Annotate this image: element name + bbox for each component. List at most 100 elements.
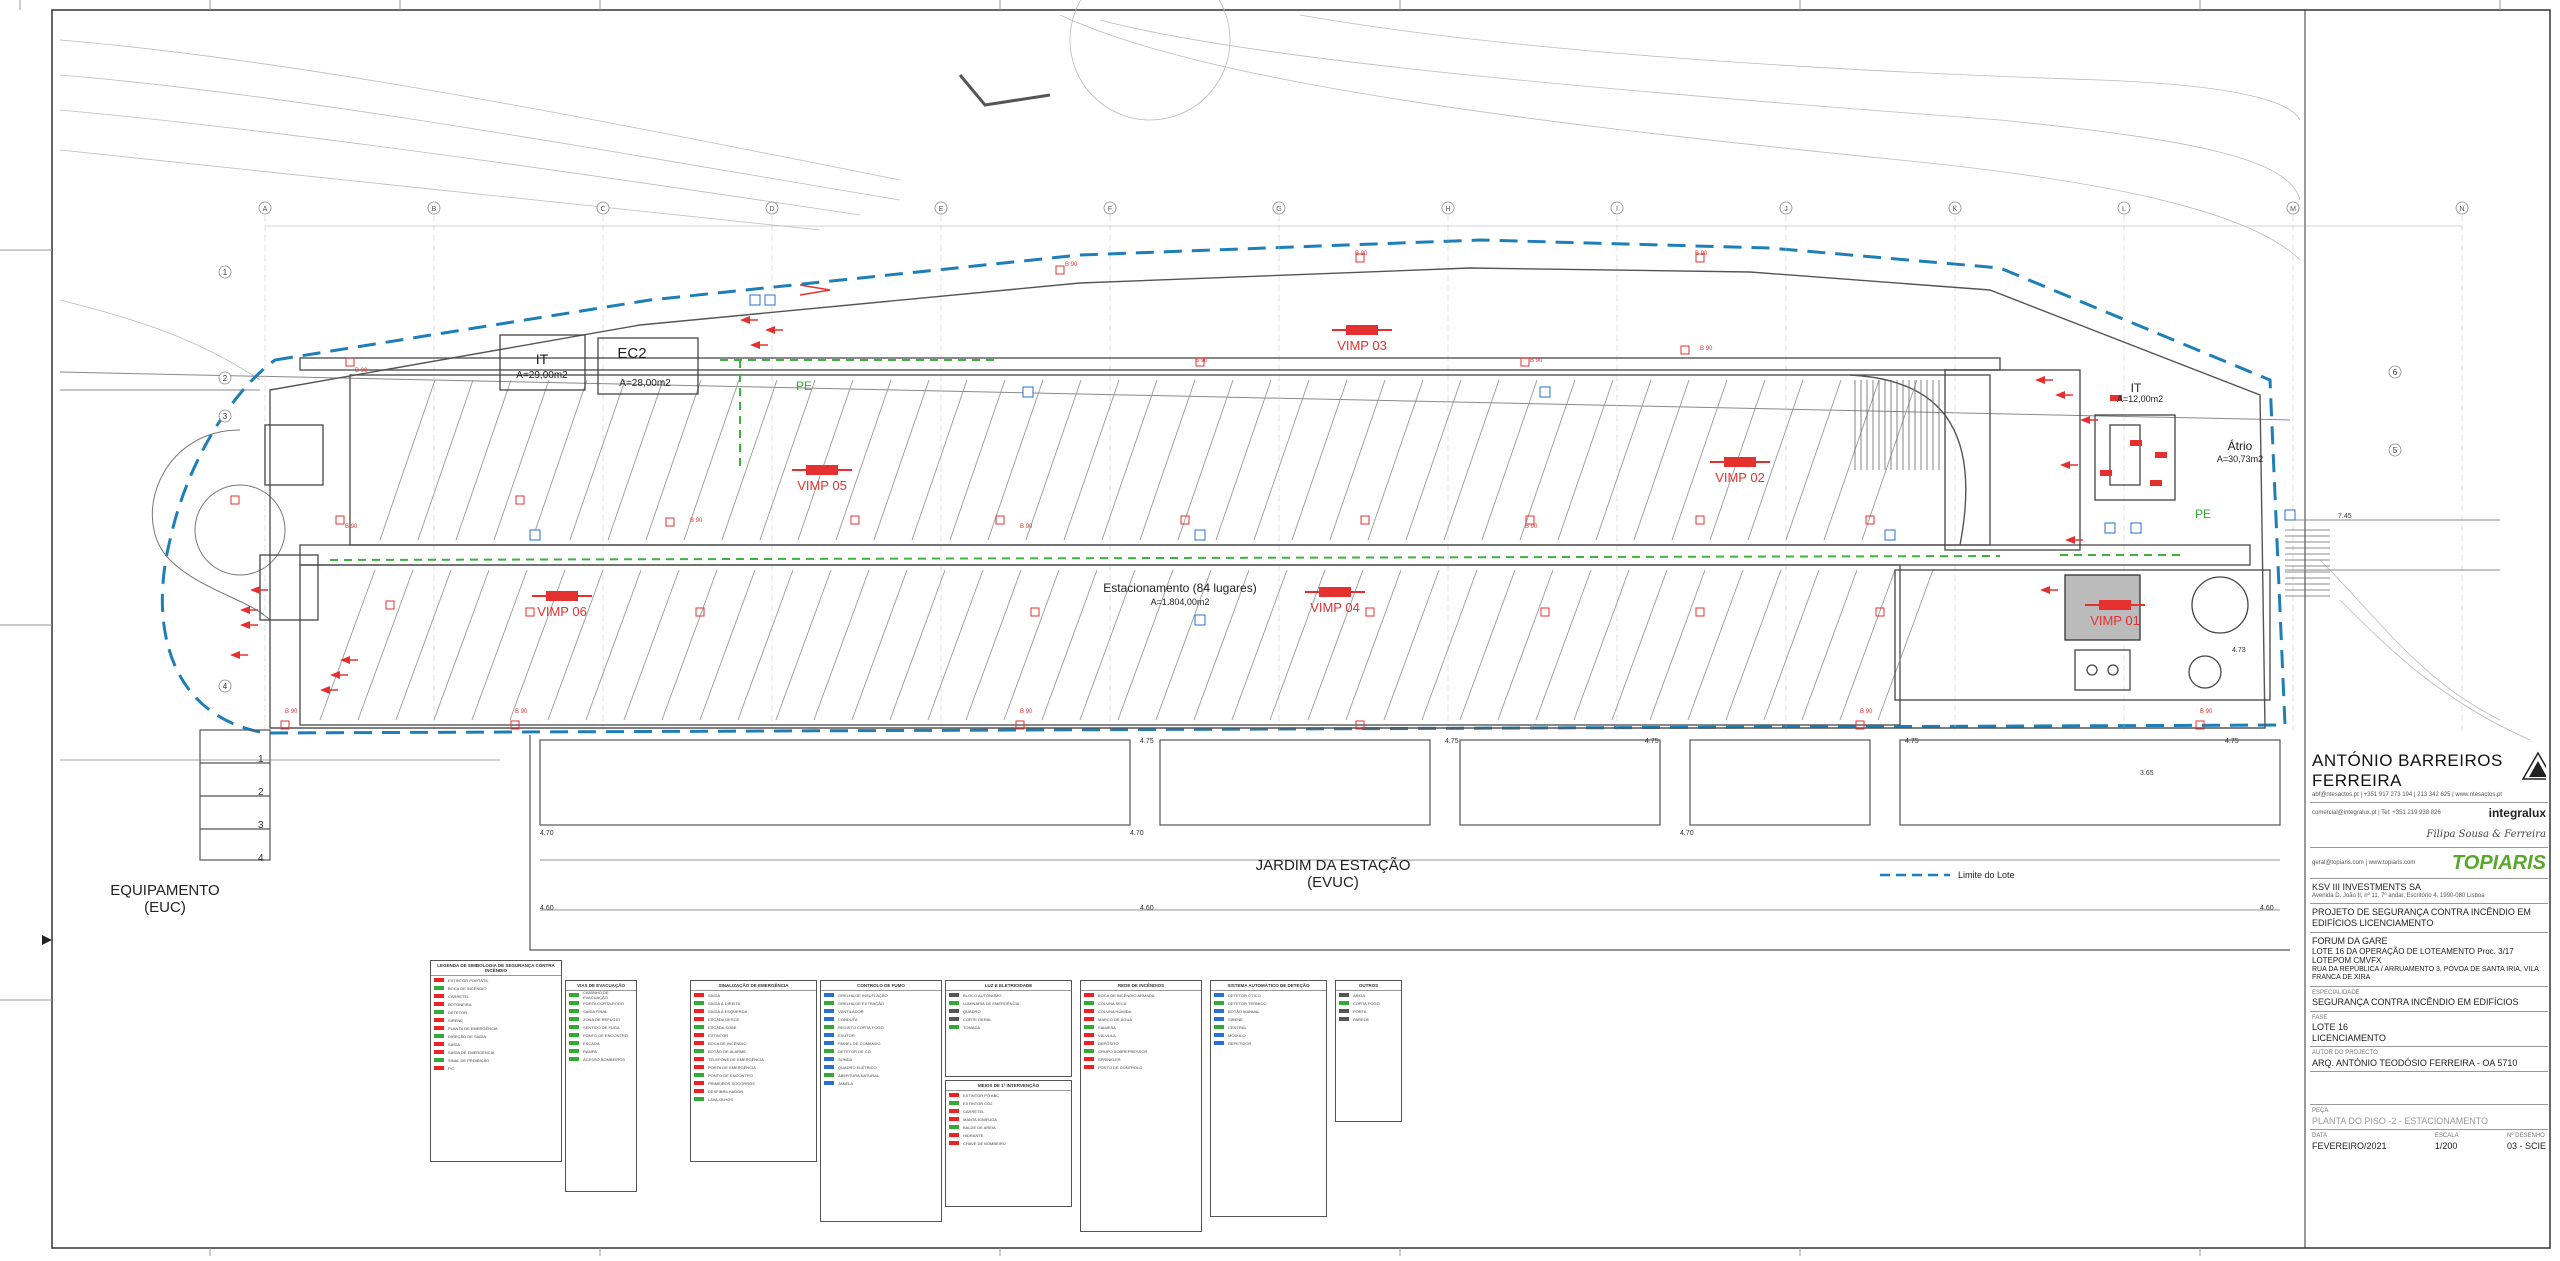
grid-letter: E [939,206,944,213]
building-outline [269,267,2266,729]
external-structures [199,729,2290,951]
client-name: KSV III INVESTMENTS SA [2312,882,2422,893]
legend-item-label: CARRETEL [448,993,470,999]
stall-line [1003,569,1060,721]
grid-letter: G [1276,206,1281,213]
legend-symbol-icon [434,1002,444,1006]
legend-symbol-icon [569,1057,579,1061]
stall-line [1101,379,1158,541]
zone-label-jardim: JARDIM DA ESTAÇÃO [1256,857,1411,874]
project-address: RUA DA REPÚBLICA / ARRUAMENTO 3, PÓVOA D… [2312,965,2539,982]
legend-item: SAÍDA À ESQUERDA [691,1007,816,1015]
legend-symbol-icon [1214,1001,1224,1005]
legend-item-label: PORTA [1353,1008,1367,1014]
stall-line [1611,569,1668,721]
detector-icon [345,357,355,367]
legend-symbol-icon [694,1033,704,1037]
detector-icon [850,515,860,525]
legend-item: COLUNA HÚMIDA [1081,1007,1201,1015]
legend-symbol-icon [434,1026,444,1030]
detector-icon [665,517,675,527]
row-number: 5 [2393,446,2398,455]
grid-letter: N [2459,206,2464,213]
vimp-unit: VIMP 01 [2085,600,2145,628]
project-lot: LOTE 16 DA OPERAÇÃO DE LOTEAMENTO Proc. … [2312,946,2514,966]
detector-icon [1355,720,1365,730]
row-number: 1 [223,268,228,277]
stall-line [1747,379,1804,541]
room-label-parking: Estacionamento (84 lugares) [1103,581,1256,595]
stall-line [417,379,474,541]
stall-line [1155,569,1212,721]
legend-symbol-icon [824,1009,834,1013]
stall-line [1861,379,1918,541]
legend-item: DETETOR ÓTICO [1211,991,1326,999]
fire-door-sign: B 90 [2200,709,2213,715]
fire-door-sign: B 90 [345,524,358,530]
vimp-unit: VIMP 02 [1710,457,1770,485]
legend-symbol-icon [569,1017,579,1021]
stall-line [1139,379,1196,541]
architect-logo-icon [2521,751,2546,780]
stall-line [813,569,870,721]
legend-symbol-icon [824,1073,834,1077]
legend-item-label: VENTILADOR [838,1008,864,1014]
legend-item: GRUPO SOBREPRESSOR [1081,1047,1201,1055]
stall-line [1573,569,1630,721]
legend-item: CHAVE DE BOMBEIRO [946,1139,1071,1147]
sheet-arrow-icon [42,935,52,945]
architect-contacts: abf@ntesactos.pt | +351 917 273 194 | 21… [2312,791,2503,798]
legend-item-label: PAINEL DE COMANDO [838,1040,881,1046]
legend-item: EXTINTOR CO2 [946,1099,1071,1107]
stall-line [1633,379,1690,541]
stall-line [1307,569,1364,721]
legend-item: PAINEL DE COMANDO [821,1039,941,1047]
stall-line [911,379,968,541]
stall-line [775,569,832,721]
stall-line [547,569,604,721]
detection-icon [1022,386,1034,398]
detector-icon [1525,515,1535,525]
legend-symbol-icon [434,1050,444,1054]
legend-item: ZONA DE REFÚGIO [566,1015,636,1023]
legend-item: ABERTURA NATURAL [821,1071,941,1079]
author-label: AUTOR DO PROJECTO [2312,1050,2378,1057]
stall-line [1405,379,1462,541]
stall-line [1649,569,1706,721]
stall-line [1063,379,1120,541]
legend-item-label: SAÍDA À ESQUERDA [708,1008,748,1014]
legend-symbol-icon [694,1097,704,1101]
legend-symbol-icon [694,1081,704,1085]
legend-item-label: PLANTA DE EMERGÊNCIA [448,1025,498,1031]
stall-line [1671,379,1728,541]
legend-item-label: DEPÓSITO [1098,1040,1119,1046]
grid-letter: H [1445,206,1450,213]
extinguisher-icon [230,651,240,659]
stall-line [1215,379,1272,541]
stall-line [1253,379,1310,541]
room-label-it-left: IT [536,351,549,367]
vimp-unit: VIMP 03 [1332,325,1392,353]
legend-item: CONDUTA [821,1015,941,1023]
legend-item-label: ESCADA SOBE [708,1024,737,1030]
legend-item: POSTO DE CONTROLO [1081,1063,1201,1071]
pe-label-left: PE [796,379,812,393]
legend-item-label: SAÍDA À DIREITA [708,1000,741,1006]
lot-boundary [160,238,2287,735]
stall-line [1421,569,1478,721]
detector-icon [385,600,395,610]
stall-line [1041,569,1098,721]
vimp-label: VIMP 01 [2090,613,2140,628]
extinguisher-icon [740,316,750,324]
room-area-it-left: A=29,00m2 [516,370,568,381]
extinguisher-icon [330,671,340,679]
legend-item-label: GRUPO SOBREPRESSOR [1098,1048,1148,1054]
vimp-label: VIMP 02 [1715,470,1765,485]
legend-item-label: CARRETEL [963,1108,985,1114]
legend-item: BALDE DE AREIA [946,1123,1071,1131]
legend-item-label: SIAMESA [1098,1024,1116,1030]
legend-item: SENTIDO DE FUGA [566,1023,636,1031]
stair-number: 4 [258,853,264,864]
legend-item: PAREDE [1336,1015,1401,1023]
